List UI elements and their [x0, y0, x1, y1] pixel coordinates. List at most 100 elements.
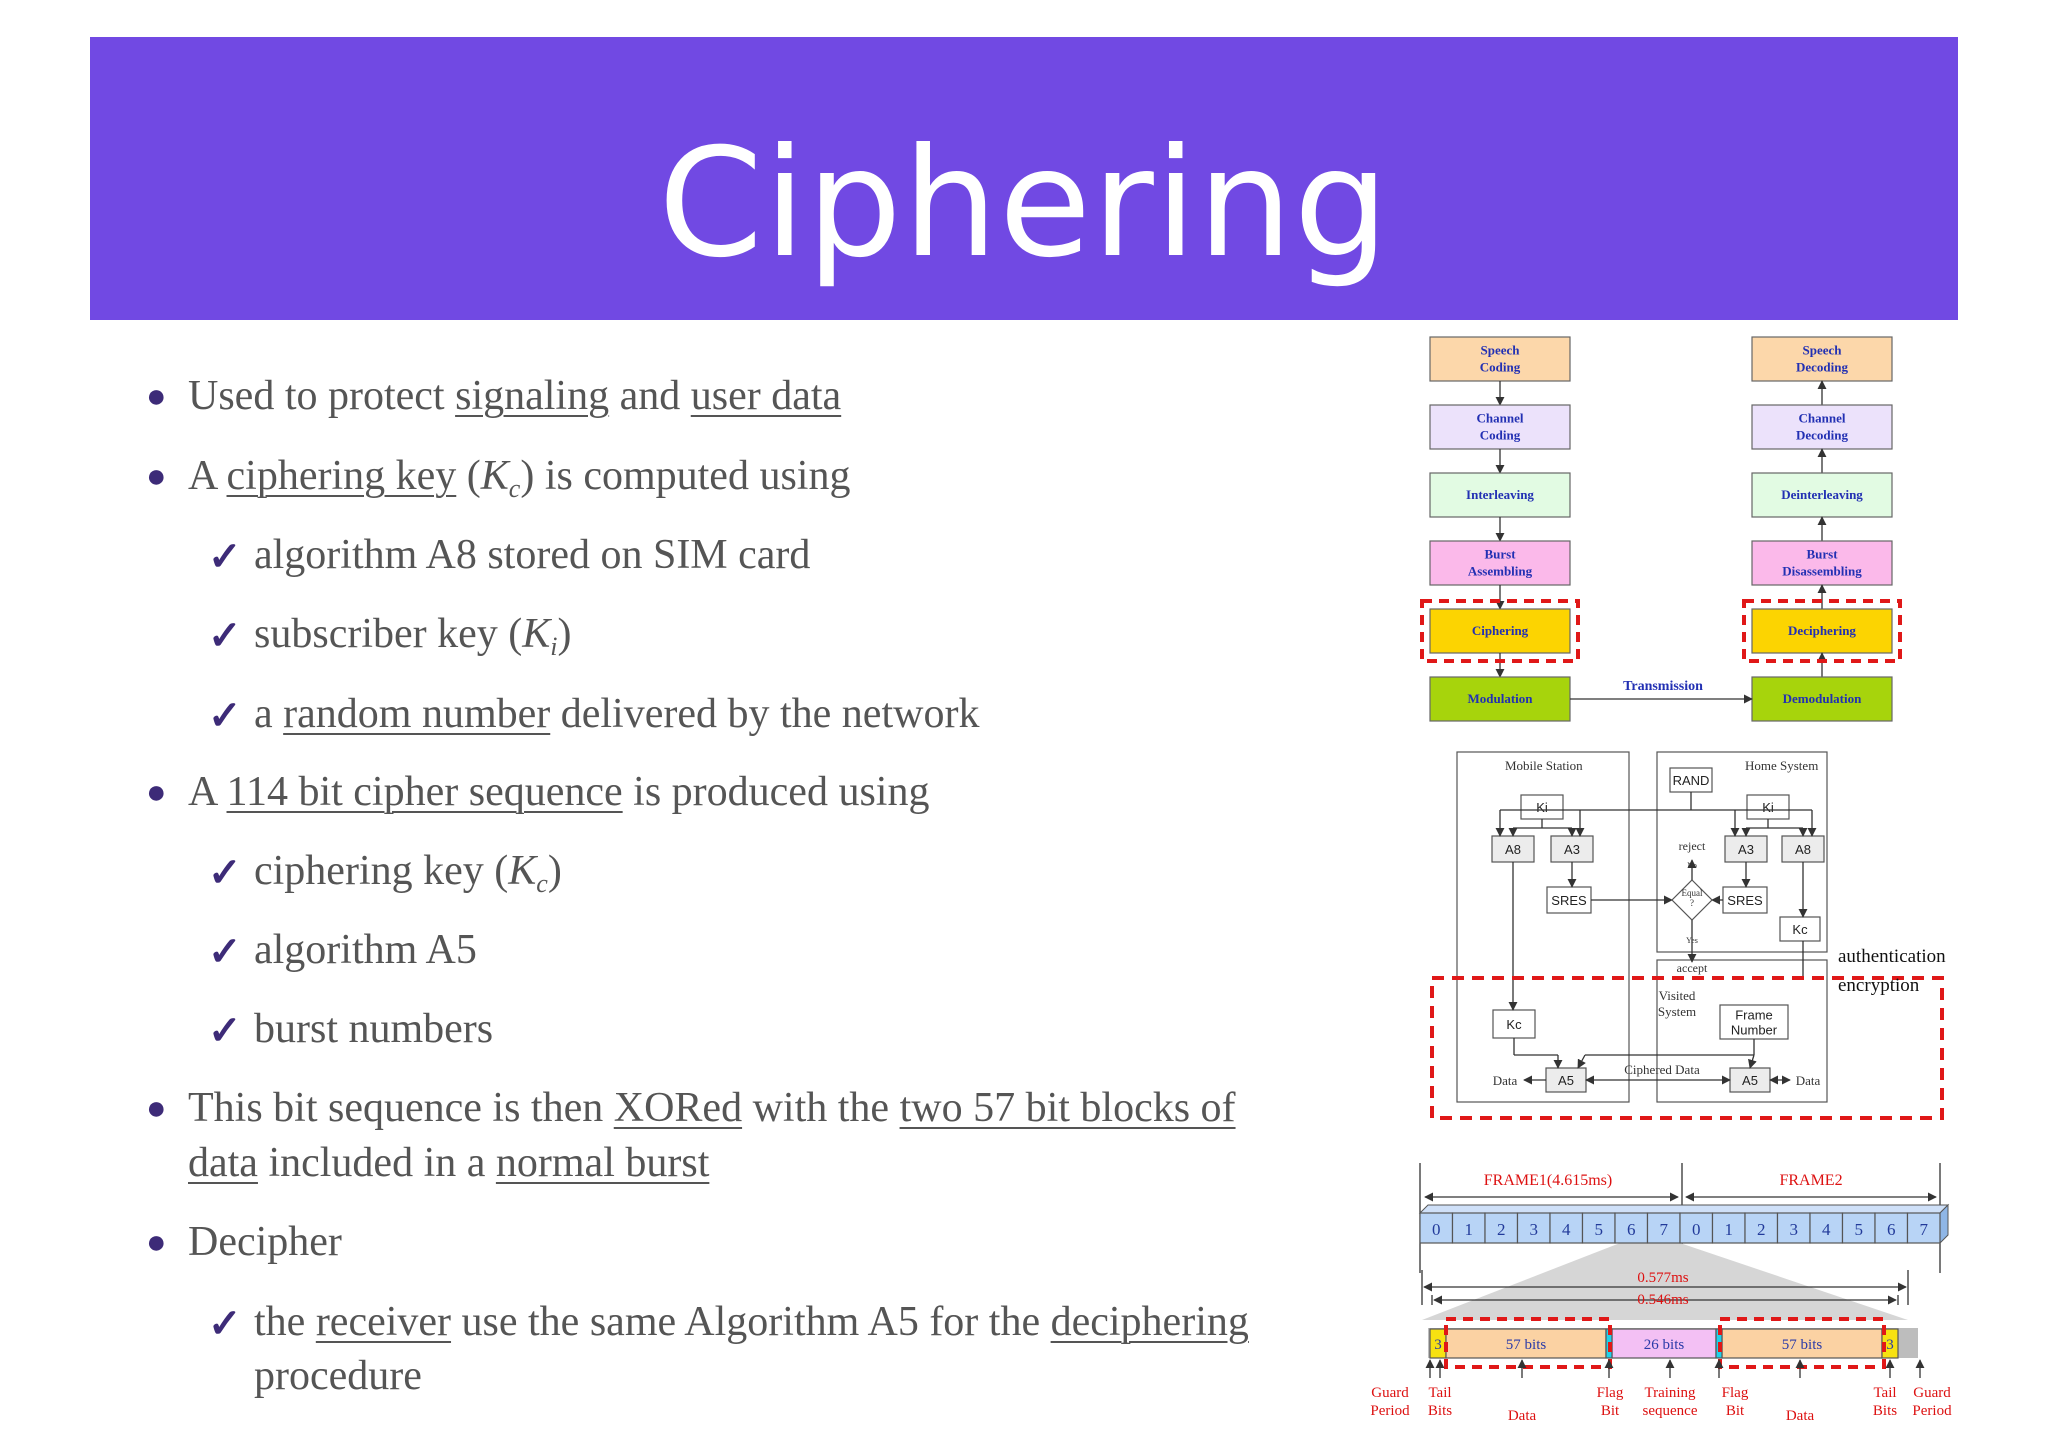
hs-ki-box: [1746, 794, 1790, 820]
bullet-dot: ●: [146, 1224, 167, 1261]
bullet-text: Used to protect: [188, 373, 456, 419]
check-mark-icon: ✓: [208, 1008, 242, 1053]
bullet-text: is produced using: [622, 769, 930, 815]
bullet-text: included in a: [257, 1140, 496, 1186]
check-mark-icon: ✓: [208, 929, 242, 974]
slot-number: 2: [1757, 1220, 1766, 1239]
underlined-term: deciphering: [1050, 1299, 1249, 1345]
bullet-line: ciphering key (Kc): [254, 843, 562, 899]
home-system-label: Home System: [1745, 758, 1818, 773]
bullet-text: ): [547, 848, 562, 894]
bullet-line: data included in a normal burst: [188, 1135, 709, 1191]
underlined-term: normal burst: [495, 1140, 710, 1186]
frame-number-box: [1719, 1004, 1789, 1040]
bullet-line: subscriber key (Ki): [254, 606, 572, 662]
bullet-text: a: [254, 691, 284, 737]
burst-segment: [1721, 1328, 1883, 1359]
time-0546-label: 0.546ms: [1637, 1292, 1688, 1308]
key-symbol: K: [522, 611, 551, 657]
time-slot: [1549, 1212, 1584, 1244]
ms-ki-box: [1520, 794, 1564, 820]
slot-number: 5: [1595, 1220, 1604, 1239]
slide-title: Ciphering: [658, 117, 1390, 291]
rand-label: RAND: [1673, 773, 1710, 788]
key-symbol: K: [508, 848, 537, 894]
title-banner: Ciphering: [90, 37, 1958, 320]
bullet-line: the receiver use the same Algorithm A5 f…: [254, 1294, 1249, 1350]
time-0577-label: 0.577ms: [1637, 1270, 1688, 1286]
bullet-line: algorithm A8 stored on SIM card: [254, 527, 810, 583]
key-symbol: K: [480, 453, 509, 499]
slot-number: 1: [1465, 1220, 1474, 1239]
ms-a3-box: [1550, 835, 1594, 863]
mobile-station-box: [1456, 751, 1630, 1103]
equal-label: Equal?: [1682, 888, 1703, 908]
tx-interleave-box: [1429, 472, 1571, 518]
bullet-line: a random number delivered by the network: [254, 686, 979, 742]
bullet-dot: ●: [146, 378, 167, 415]
rx-cipher-label: Deciphering: [1788, 623, 1856, 638]
transmission-label: Transmission: [1623, 679, 1703, 694]
check-mark-icon: ✓: [208, 613, 242, 658]
accept-label: accept: [1677, 961, 1708, 975]
ms-a8-label: A8: [1505, 842, 1521, 857]
underlined-term: signaling: [455, 373, 610, 419]
underlined-term: 114 bit cipher sequence: [226, 769, 623, 815]
bullet-text: This bit sequence is then: [188, 1085, 614, 1131]
check-mark-icon: ✓: [208, 534, 242, 579]
home-system-box: [1656, 751, 1828, 953]
bullet-text: ) is computed using: [520, 453, 851, 499]
vs-a5-label: A5: [1742, 1073, 1758, 1088]
key-subscript: i: [550, 632, 558, 661]
time-slot: [1614, 1212, 1649, 1244]
rx-speech-box: [1751, 336, 1893, 382]
time-slot: [1451, 1212, 1486, 1244]
hs-a8-label: A8: [1795, 842, 1811, 857]
rx-burst-box: [1751, 540, 1893, 586]
bullet-text: procedure: [254, 1353, 422, 1399]
bullet-line: burst numbers: [254, 1001, 493, 1057]
rx-interleave-label: Deinterleaving: [1781, 487, 1863, 502]
bullet-text: delivered by the network: [550, 691, 980, 737]
data-block-highlight: [1444, 1317, 1612, 1369]
hs-sres-box: [1722, 886, 1768, 914]
bullet-dot: ●: [146, 458, 167, 495]
mobile-station-label: Mobile Station: [1505, 758, 1583, 773]
slot-number: 3: [1530, 1220, 1539, 1239]
bullet-dot: ●: [146, 1090, 167, 1127]
slot-number: 1: [1725, 1220, 1734, 1239]
fn-to-a5: [1748, 1054, 1757, 1069]
slot-number: 2: [1497, 1220, 1506, 1239]
ms-data-label: Data: [1493, 1073, 1518, 1088]
bullet-text: algorithm A5: [254, 927, 477, 973]
underlined-term: random number: [283, 691, 551, 737]
bullet-line: Used to protect signaling and user data: [188, 368, 841, 424]
bullet-list: ● Used to protect signaling and user data…: [146, 368, 1249, 1399]
encryption-label: encryption: [1838, 975, 1920, 996]
time-slot: [1484, 1212, 1519, 1244]
bullet-text: the: [254, 1299, 316, 1345]
burst-field-label: Data: [1786, 1408, 1815, 1424]
ms-a3-label: A3: [1564, 842, 1580, 857]
slot-number: 7: [1660, 1220, 1669, 1239]
hs-kc-label: Kc: [1792, 922, 1808, 937]
burst-field-label: Data: [1508, 1408, 1537, 1424]
bullet-text: Decipher: [188, 1219, 342, 1265]
tx-mod-label: Modulation: [1467, 691, 1533, 706]
bullet-text: ciphering key (: [254, 848, 509, 894]
burst-segment-label: 57 bits: [1506, 1337, 1547, 1353]
slot-number: 6: [1627, 1220, 1636, 1239]
burst-segment-label: 3: [1434, 1337, 1442, 1353]
bullet-text: use the same Algorithm A5 for the: [451, 1299, 1051, 1345]
tx-cipher-highlight: [1420, 599, 1580, 663]
burst-segment-label: 3: [1886, 1337, 1894, 1353]
vs-data-label: Data: [1796, 1073, 1821, 1088]
slot-number: 0: [1432, 1220, 1441, 1239]
